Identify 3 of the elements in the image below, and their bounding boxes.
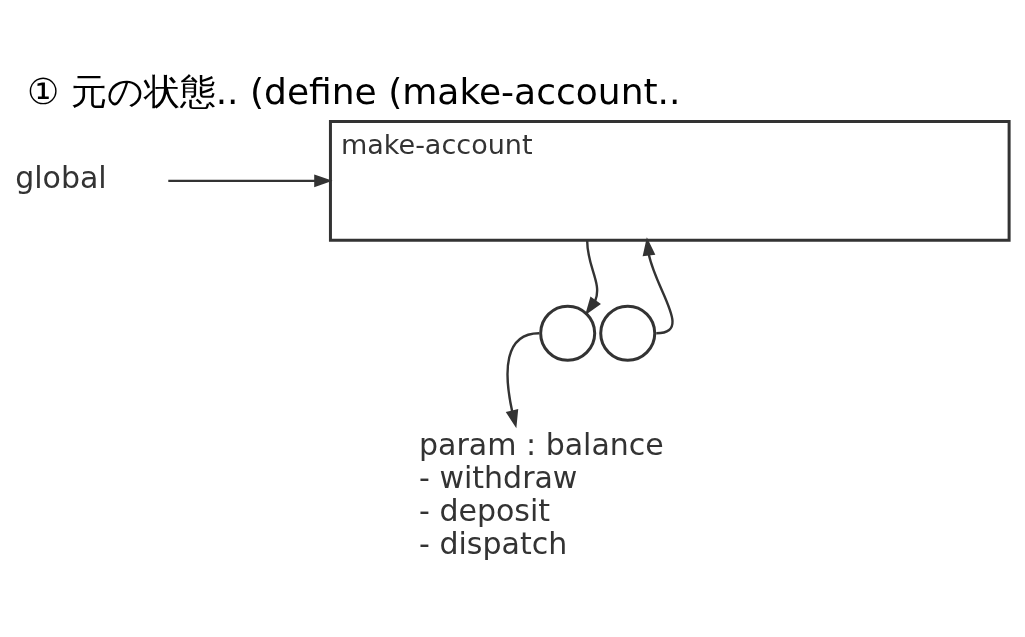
node-text: param : balance - withdraw - deposit - dispatch <box>419 426 664 561</box>
diagram-title: ① 元の状態.. (define (make-account.. <box>26 70 681 112</box>
node-text: global <box>15 159 107 195</box>
